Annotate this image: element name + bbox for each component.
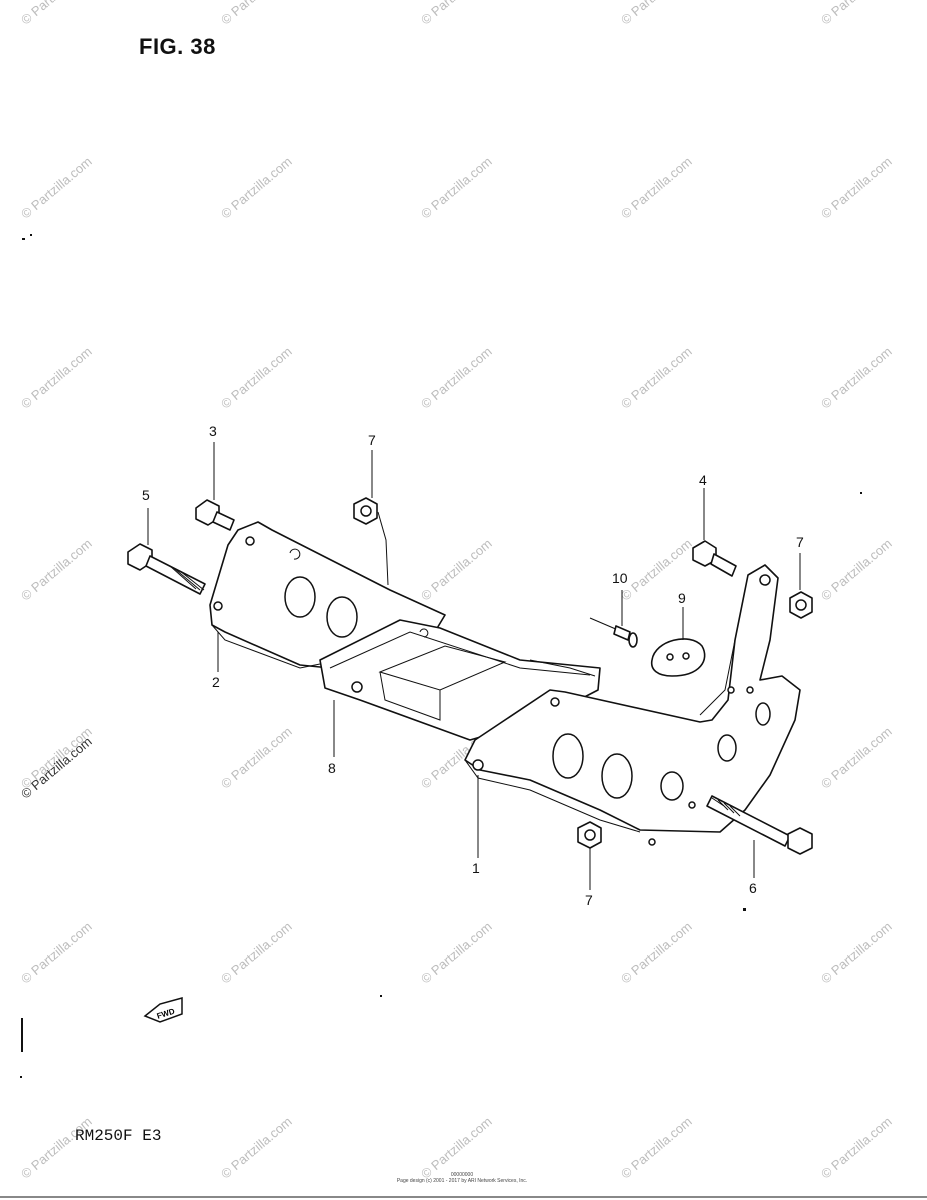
part-3-short-bolt[interactable] xyxy=(195,499,235,531)
callout-7-right[interactable]: 7 xyxy=(796,534,804,550)
callout-3[interactable]: 3 xyxy=(209,423,217,439)
fwd-arrow-icon: FWD xyxy=(143,997,183,1023)
scan-artifacts xyxy=(20,234,862,1078)
callout-1[interactable]: 1 xyxy=(472,860,480,876)
part-7-nut-lower[interactable] xyxy=(577,821,602,849)
part-6-long-bolt[interactable] xyxy=(706,795,813,855)
part-7-nut-upper[interactable] xyxy=(353,497,378,525)
part-4-bolt-right[interactable] xyxy=(692,540,737,577)
model-code: RM250F E3 xyxy=(75,1127,162,1145)
callout-10[interactable]: 10 xyxy=(612,570,628,586)
callout-5[interactable]: 5 xyxy=(142,487,150,503)
callout-4[interactable]: 4 xyxy=(699,472,707,488)
leader-lines xyxy=(147,442,801,890)
callout-6[interactable]: 6 xyxy=(749,880,757,896)
callout-8[interactable]: 8 xyxy=(328,760,336,776)
callout-9[interactable]: 9 xyxy=(678,590,686,606)
part-5-long-bolt[interactable] xyxy=(127,543,206,595)
callout-2[interactable]: 2 xyxy=(212,674,220,690)
copyright-line-2: Page design (c) 2001 - 2017 by ARI Netwo… xyxy=(396,1178,528,1184)
part-1-right-bracket[interactable] xyxy=(464,564,801,846)
copyright-line-1: 00000000 xyxy=(450,1172,474,1178)
part-7-nut-right[interactable] xyxy=(789,591,813,619)
callout-7-lower[interactable]: 7 xyxy=(585,892,593,908)
callout-7-upper[interactable]: 7 xyxy=(368,432,376,448)
copyright-notice: 00000000 Page design (c) 2001 - 2017 by … xyxy=(352,1172,572,1184)
bottom-rule xyxy=(0,1196,927,1198)
part-10-rivet[interactable] xyxy=(589,617,638,648)
part-9-cushion[interactable] xyxy=(650,638,706,677)
figure-title: FIG. 38 xyxy=(139,34,216,59)
